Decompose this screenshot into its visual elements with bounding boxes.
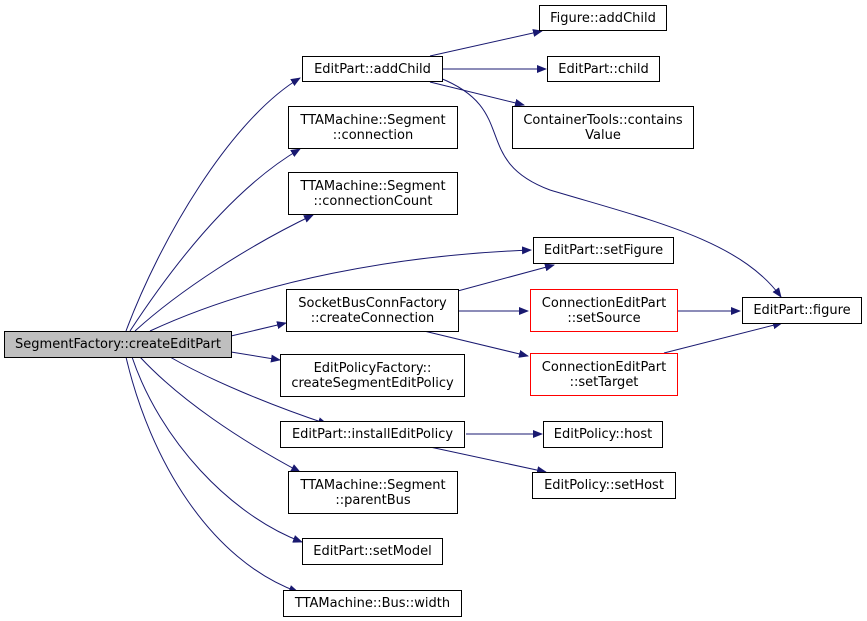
node-createSegmentEditPolicy[interactable]: EditPolicyFactory:: createSegmentEditPol… bbox=[280, 354, 465, 397]
edge-addChild-figureAddChild bbox=[429, 29, 543, 57]
node-figure[interactable]: EditPart::figure bbox=[742, 297, 862, 324]
node-setModel[interactable]: EditPart::setModel bbox=[302, 538, 443, 565]
node-setFigure[interactable]: EditPart::setFigure bbox=[533, 237, 674, 264]
edge-addChild-figure bbox=[439, 77, 782, 298]
edge-setTarget-figure bbox=[663, 321, 783, 354]
edge-installEditPolicy-setHost bbox=[429, 446, 547, 475]
node-createConnection[interactable]: SocketBusConnFactory ::createConnection bbox=[286, 289, 459, 332]
edge-createEditPart-setFigure bbox=[149, 246, 532, 332]
edge-createEditPart-addChild bbox=[125, 77, 301, 332]
node-setHost[interactable]: EditPolicy::setHost bbox=[532, 472, 676, 499]
node-installEditPolicy[interactable]: EditPart::installEditPolicy bbox=[280, 421, 465, 448]
node-setSource[interactable]: ConnectionEditPart ::setSource bbox=[530, 289, 678, 332]
edge-createEditPart-segConnection bbox=[129, 148, 301, 332]
edge-createEditPart-createConnection bbox=[230, 321, 287, 337]
node-addChild[interactable]: EditPart::addChild bbox=[302, 56, 443, 82]
node-createEditPart: SegmentFactory::createEditPart bbox=[4, 331, 232, 358]
edge-createConnection-setFigure bbox=[453, 263, 555, 293]
node-segment-connection[interactable]: TTAMachine::Segment ::connection bbox=[288, 106, 458, 149]
edge-createEditPart-createSegmentEditPolicy bbox=[230, 351, 281, 363]
node-figure-addChild[interactable]: Figure::addChild bbox=[539, 5, 667, 31]
edge-createEditPart-installEditPolicy bbox=[169, 356, 328, 425]
node-segment-parentBus[interactable]: TTAMachine::Segment ::parentBus bbox=[288, 471, 458, 514]
edge-createEditPart-segConnectionCount bbox=[134, 214, 314, 332]
edge-createEditPart-busWidth bbox=[125, 356, 299, 593]
node-host[interactable]: EditPolicy::host bbox=[543, 421, 663, 448]
edge-createConnection-setTarget bbox=[423, 330, 529, 358]
node-containsValue[interactable]: ContainerTools::contains Value bbox=[512, 106, 694, 149]
edge-addChild-containsValue bbox=[429, 81, 525, 107]
edge-createEditPart-parentBus bbox=[139, 356, 301, 473]
node-segment-connectionCount[interactable]: TTAMachine::Segment ::connectionCount bbox=[288, 172, 458, 215]
node-bus-width[interactable]: TTAMachine::Bus::width bbox=[283, 590, 462, 617]
node-setTarget[interactable]: ConnectionEditPart ::setTarget bbox=[530, 353, 678, 396]
edge-createEditPart-setModel bbox=[131, 356, 303, 543]
node-child[interactable]: EditPart::child bbox=[547, 56, 660, 82]
